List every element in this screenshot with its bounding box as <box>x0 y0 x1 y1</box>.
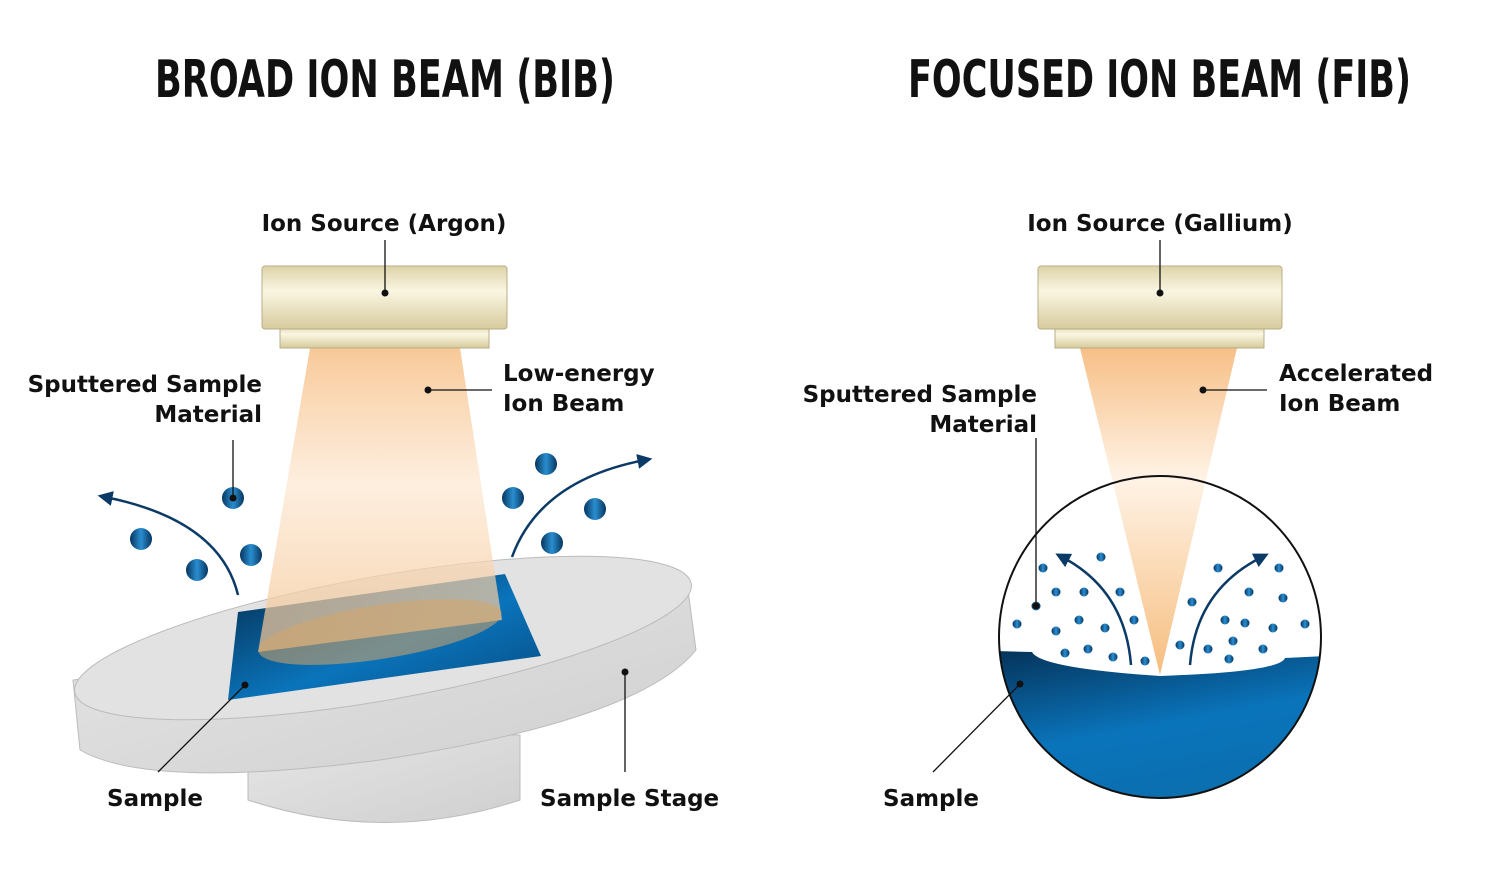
ion-source-label: Ion Source (Argon) <box>262 211 507 237</box>
beam-label-1: Low-energy <box>503 361 655 387</box>
sputter-arrow-right <box>510 454 653 558</box>
fib-section: Ion Source (Gallium) Sputtered Sample Ma… <box>803 211 1433 812</box>
sputtered-label-1: Sputtered Sample <box>803 382 1037 408</box>
stage-label: Sample Stage <box>540 786 719 812</box>
beam-spot <box>258 599 502 665</box>
sample-label: Sample <box>883 786 979 812</box>
bib-title: BROAD ION BEAM (BIB) <box>155 50 615 110</box>
particle <box>186 559 208 581</box>
beam-label-2: Ion Beam <box>503 391 624 417</box>
low-energy-ion-beam <box>258 348 502 652</box>
beam-label-1: Accelerated <box>1279 361 1433 387</box>
sputtered-label-2: Material <box>929 412 1037 438</box>
particle <box>240 544 262 566</box>
bib-section: Ion Source (Argon) Sputtered Sample Mate… <box>28 211 719 823</box>
particle <box>584 498 606 520</box>
particle <box>535 453 557 475</box>
sputter-arrow-left <box>1055 553 1133 666</box>
fib-title: FOCUSED ION BEAM (FIB) <box>908 50 1411 110</box>
magnified-view-circle <box>998 475 1322 799</box>
sputtered-label-1: Sputtered Sample <box>28 372 262 398</box>
sputter-arrow-left <box>97 491 240 596</box>
beam-label-2: Ion Beam <box>1279 391 1400 417</box>
accelerated-ion-beam <box>1080 348 1237 675</box>
sample-label: Sample <box>107 786 203 812</box>
ion-source-label: Ion Source (Gallium) <box>1027 211 1292 237</box>
particle <box>541 532 563 554</box>
sputtered-label-2: Material <box>154 402 262 428</box>
particle <box>130 528 152 550</box>
sample <box>999 651 1321 798</box>
sputter-arrow-right <box>1188 553 1269 666</box>
particle <box>502 487 524 509</box>
